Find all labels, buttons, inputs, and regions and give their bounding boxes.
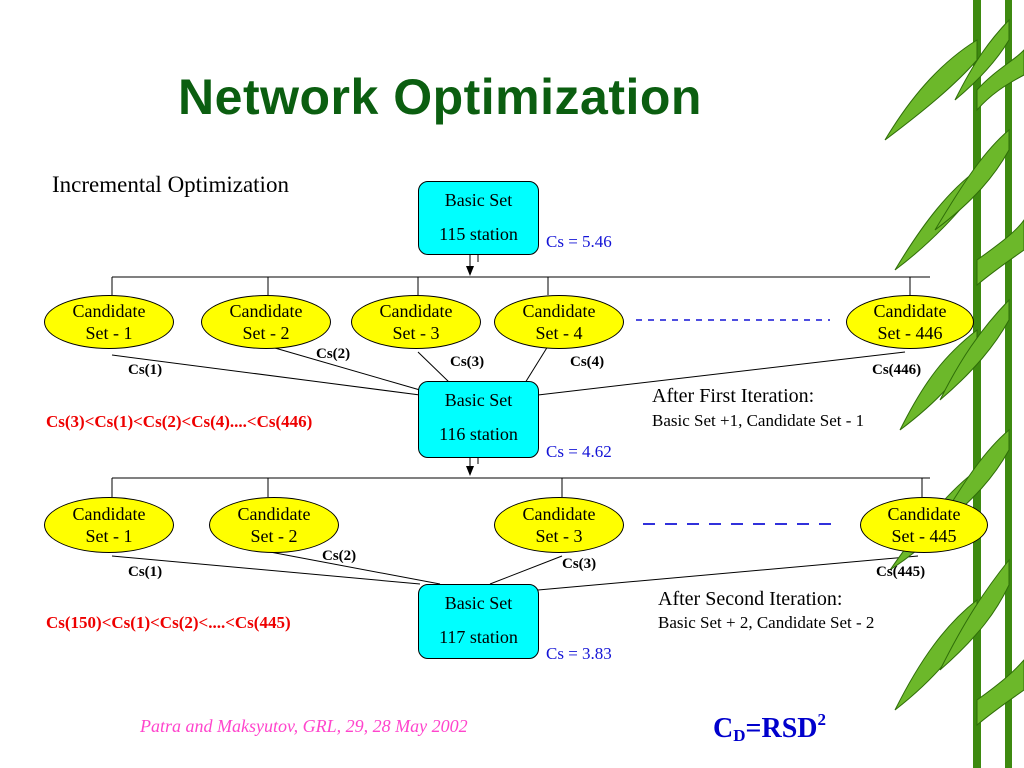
candidate-line1: Candidate [237, 504, 311, 524]
candidate-line2: Set - 4 [535, 323, 583, 343]
candidate-line1: Candidate [229, 301, 303, 321]
cs-label: Cs(4) [570, 354, 605, 370]
basic-set-3: Basic Set 117 station [418, 584, 539, 659]
ranking-row2: Cs(150)<Cs(1)<Cs(2)<....<Cs(445) [46, 613, 291, 632]
candidate-line2: Set - 3 [392, 323, 440, 343]
formula-c: C [713, 713, 734, 744]
candidate-set-445-row2: Candidate Set - 445 [860, 497, 988, 553]
candidate-set-4-row1: Candidate Set - 4 [494, 295, 624, 349]
cs-label: Cs(2) [322, 548, 357, 564]
slide-title: Network Optimization [178, 69, 702, 125]
basic-set-1-cs: Cs = 5.46 [546, 232, 612, 251]
candidate-set-3-row2: Candidate Set - 3 [494, 497, 624, 553]
basic-set-label: Basic Set [444, 190, 513, 210]
basic-set-2-cs: Cs = 4.62 [546, 442, 612, 461]
candidate-set-1-row2: Candidate Set - 1 [44, 497, 174, 553]
candidate-line1: Candidate [72, 504, 146, 524]
candidate-line2: Set - 1 [85, 323, 133, 343]
candidate-line2: Set - 2 [250, 526, 298, 546]
cs-label: Cs(445) [876, 564, 926, 580]
candidate-line1: Candidate [887, 504, 961, 524]
basic-set-stations: 116 station [439, 424, 518, 444]
candidate-line2: Set - 445 [891, 526, 957, 546]
formula-sup: 2 [817, 710, 826, 729]
candidate-line2: Set - 446 [877, 323, 943, 343]
basic-set-label: Basic Set [444, 390, 513, 410]
candidate-set-2-row1: Candidate Set - 2 [201, 295, 331, 349]
formula-eq: =RSD [745, 713, 818, 744]
candidate-line2: Set - 1 [85, 526, 133, 546]
basic-set-label: Basic Set [444, 593, 513, 613]
basic-set-2: Basic Set 116 station [418, 381, 539, 458]
ranking-row1: Cs(3)<Cs(1)<Cs(2)<Cs(4)....<Cs(446) [46, 412, 313, 431]
candidate-set-3-row1: Candidate Set - 3 [351, 295, 481, 349]
cs-label: Cs(3) [562, 556, 597, 572]
candidate-line1: Candidate [379, 301, 453, 321]
cs-label: Cs(446) [872, 362, 922, 378]
candidate-set-2-row2: Candidate Set - 2 [209, 497, 339, 553]
iteration-1-text: Basic Set +1, Candidate Set - 1 [652, 411, 865, 430]
cs-label: Cs(1) [128, 564, 163, 580]
cs-label: Cs(2) [316, 346, 351, 362]
candidate-set-446-row1: Candidate Set - 446 [846, 295, 974, 349]
candidate-line2: Set - 2 [242, 323, 290, 343]
candidate-line1: Candidate [72, 301, 146, 321]
citation-footer: Patra and Maksyutov, GRL, 29, 28 May 200… [140, 716, 468, 736]
candidate-line2: Set - 3 [535, 526, 583, 546]
candidate-line1: Candidate [522, 301, 596, 321]
candidate-line1: Candidate [873, 301, 947, 321]
basic-set-1: Basic Set 115 station [418, 181, 539, 255]
iteration-1-heading: After First Iteration: [652, 385, 815, 407]
iteration-2-heading: After Second Iteration: [658, 588, 843, 610]
cs-label: Cs(3) [450, 354, 485, 370]
slide-subtitle: Incremental Optimization [52, 172, 289, 197]
formula-sub: D [733, 726, 746, 745]
iteration-2-text: Basic Set + 2, Candidate Set - 2 [658, 613, 875, 632]
candidate-line1: Candidate [522, 504, 596, 524]
bamboo-decoration [884, 0, 1024, 768]
cd-formula: CD=RSD2 [713, 710, 826, 746]
basic-set-3-cs: Cs = 3.83 [546, 644, 612, 663]
candidate-set-1-row1: Candidate Set - 1 [44, 295, 174, 349]
basic-set-stations: 117 station [439, 627, 518, 647]
basic-set-stations: 115 station [439, 224, 518, 244]
cs-label: Cs(1) [128, 362, 163, 378]
